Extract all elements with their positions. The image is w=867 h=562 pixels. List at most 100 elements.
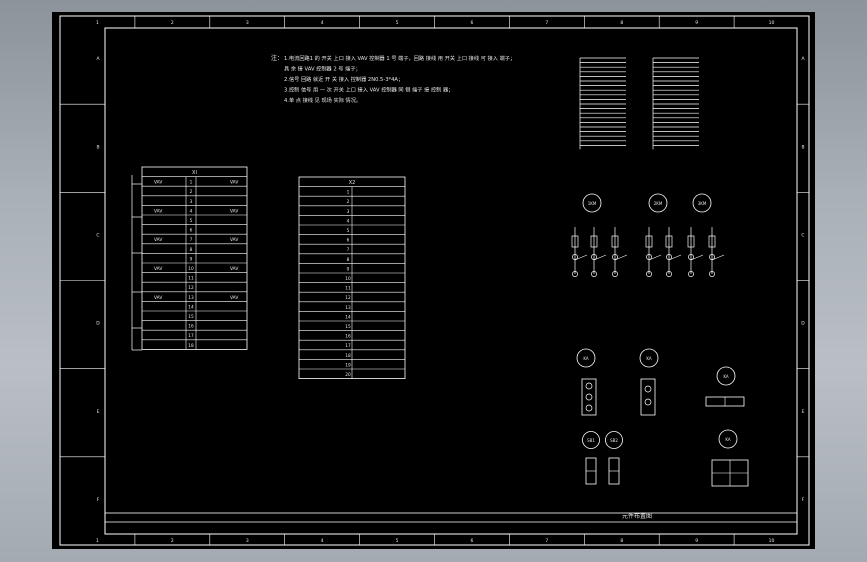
terminal-dot: [646, 254, 652, 260]
fuse-symbol: [590, 235, 598, 248]
terminal-dot: [666, 271, 672, 277]
terminal-dot: [572, 271, 578, 277]
zone-label: 2: [171, 20, 174, 26]
zone-label: F: [97, 497, 100, 503]
contactor-label: 1KM: [588, 201, 597, 206]
relay-label: KA: [723, 374, 729, 379]
zone-label: 9: [695, 538, 698, 544]
table-cell-num: 20: [345, 372, 351, 378]
table-cell-num: 1: [347, 190, 350, 196]
terminal-dot: [591, 271, 597, 277]
table-cell-label: VAV: [154, 266, 162, 272]
title-caption: 元件布置图: [622, 512, 652, 520]
table-title: X2: [349, 180, 356, 186]
table-cell-num: 9: [347, 266, 350, 272]
terminal-dot: [612, 271, 618, 277]
relay-label: KA: [583, 356, 589, 361]
table-cell-right: VAV: [230, 266, 238, 272]
terminal-dot: [666, 254, 672, 260]
zone-label: 3: [246, 20, 249, 26]
table-title: XI: [192, 170, 197, 176]
fuse-symbol: [687, 235, 695, 248]
zone-label: B: [96, 144, 99, 150]
terminal-dot: [644, 385, 652, 393]
terminal-dot: [585, 393, 593, 401]
relay-circle: [576, 348, 596, 368]
zone-label: C: [801, 232, 804, 238]
table-cell-num: 3: [347, 209, 350, 215]
table-cell-num: 14: [345, 314, 351, 320]
relay-label: KA: [646, 356, 652, 361]
zone-label: A: [96, 56, 100, 62]
table-frame: [141, 166, 248, 350]
button-label: SB2: [610, 438, 618, 443]
contactor-circle: [692, 193, 712, 213]
table-cell-num: 5: [190, 218, 193, 224]
table-cell-num: 10: [345, 276, 351, 282]
zone-label: A: [801, 56, 805, 62]
fuse-symbol: [708, 235, 716, 248]
table-cell-num: 13: [188, 295, 194, 301]
table-cell-num: 11: [345, 286, 351, 292]
contactor-circle: [582, 193, 602, 213]
terminal-dot: [585, 382, 593, 390]
table-cell-label: VAV: [154, 208, 162, 214]
outer-frame: [59, 15, 810, 546]
table-cell-num: 16: [345, 334, 351, 340]
table-cell-right: VAV: [230, 208, 238, 214]
zone-label: F: [802, 497, 805, 503]
switch-blade: [593, 254, 607, 261]
zone-label: 10: [769, 538, 775, 544]
table-cell-label: VAV: [154, 237, 162, 243]
switch-blade: [690, 254, 704, 261]
fuse-symbol: [645, 235, 653, 248]
button-label: SB1: [587, 438, 595, 443]
table-cell-label: VAV: [154, 295, 162, 301]
terminal-dot: [688, 271, 694, 277]
table-cell-num: 7: [347, 247, 350, 253]
zone-label: 5: [396, 538, 399, 544]
relay-circle: [718, 429, 738, 449]
zone-label: 3: [246, 538, 249, 544]
switch-blade: [711, 254, 725, 261]
table-cell-num: 14: [188, 304, 194, 310]
contactor-circle: [648, 193, 668, 213]
fuse-symbol: [665, 235, 673, 248]
relay-circle: [716, 366, 736, 386]
table-cell-right: VAV: [230, 295, 238, 301]
zone-label: 5: [396, 20, 399, 26]
terminal-box: [581, 378, 597, 416]
table-cell-num: 9: [190, 256, 193, 262]
table-cell-num: 7: [190, 237, 193, 243]
table-cell-num: 6: [190, 228, 193, 234]
zone-label: 4: [321, 538, 324, 544]
zone-label: 8: [620, 538, 623, 544]
button-circle: [582, 431, 600, 449]
table-cell-num: 8: [347, 257, 350, 263]
table-cell-num: 12: [345, 295, 351, 301]
table-cell-num: 8: [190, 247, 193, 253]
zone-label: 4: [321, 20, 324, 26]
table-cell-num: 1: [190, 180, 193, 186]
table-cell-num: 11: [188, 276, 194, 282]
zone-label: C: [96, 232, 99, 238]
drawing-area: [104, 27, 798, 514]
fuse-symbol: [611, 235, 619, 248]
terminal-dot: [709, 254, 715, 260]
table-cell-num: 18: [188, 343, 194, 349]
note-line: 2.信号 回路 就近 开 关 接入 控制器 2N0.5-3*4A；: [284, 75, 403, 83]
zone-label: 1: [96, 20, 99, 26]
terminal-dot: [572, 254, 578, 260]
terminal-dot: [688, 254, 694, 260]
contactor-label: 2KM: [654, 201, 663, 206]
zone-label: E: [802, 409, 805, 415]
zone-label: 10: [769, 20, 775, 26]
zone-label: 8: [620, 20, 623, 26]
note-line: 1.电流回路1 的 开关 上口 接入 VAV 控制器 1 号 端子，回路 接线 …: [284, 54, 515, 62]
